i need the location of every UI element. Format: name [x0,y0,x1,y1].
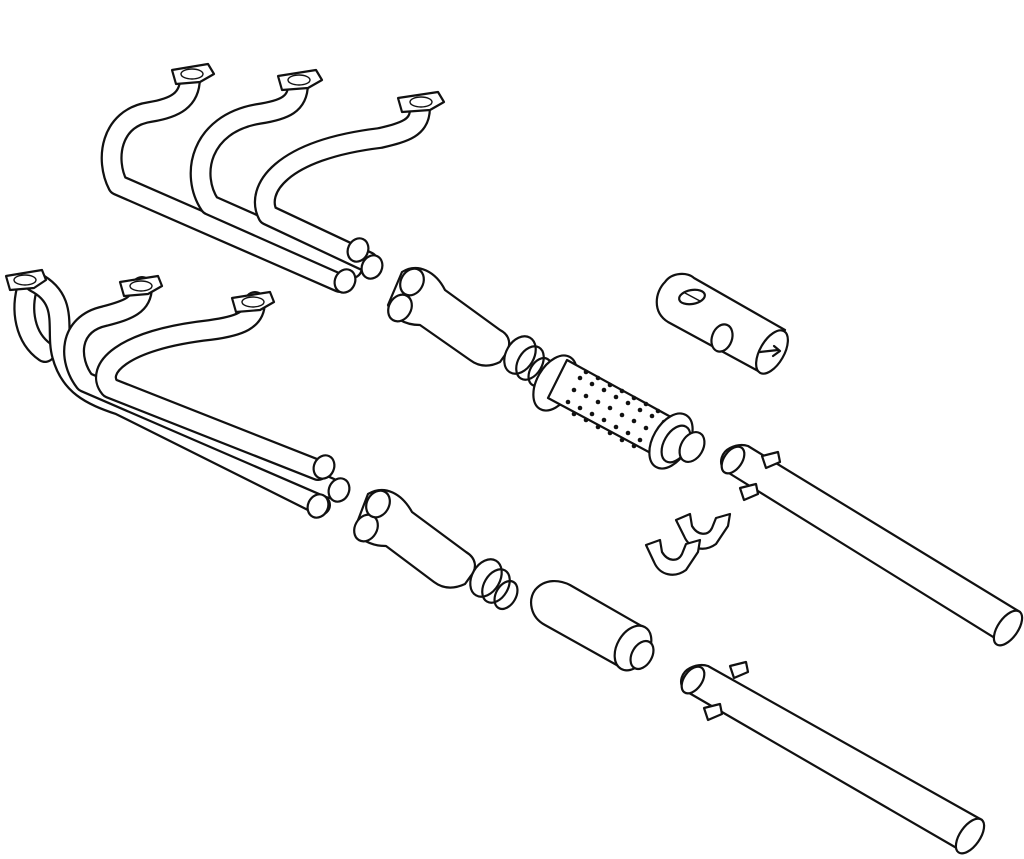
upper-collector [386,266,553,388]
upper-header-pipes [100,62,446,294]
lower-header-pipes [4,268,351,519]
silencer-shell [655,272,789,375]
mounting-clamps [644,512,732,576]
lower-silencer [530,580,655,672]
perforation-dots [565,369,667,449]
perforated-baffle-core [532,354,706,470]
lower-collector [353,488,519,611]
upper-tailpipe [720,443,1024,647]
lower-tailpipe [680,660,986,855]
